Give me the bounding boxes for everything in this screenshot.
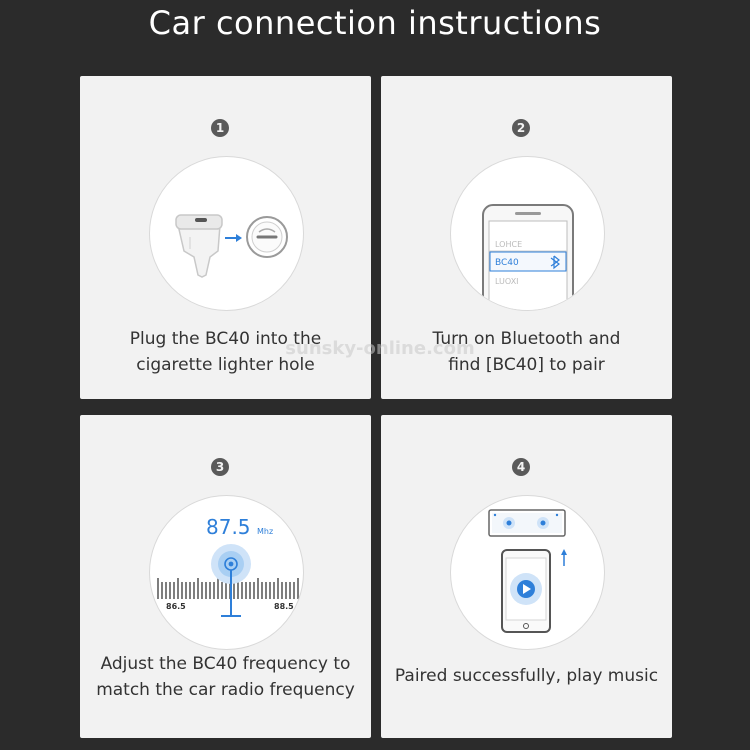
step-caption: Paired successfully, play music: [394, 666, 659, 686]
step-number-badge: 2: [512, 119, 530, 137]
frequency-unit: Mhz: [257, 527, 273, 536]
step-number-badge: 1: [211, 119, 229, 137]
step-illustration: [149, 156, 304, 311]
step-number-badge: 4: [512, 458, 530, 476]
step-illustration: [450, 495, 605, 650]
paired-play-music-icon: [488, 509, 567, 633]
step-caption: Turn on Bluetooth and find [BC40] to pai…: [432, 329, 621, 375]
step-illustration: 87.5 Mhz 86.5 88.5: [149, 495, 304, 650]
step-card-1: 1 Plug the BC40 into the cigarette light…: [80, 76, 371, 399]
frequency-value: 87.5: [206, 515, 251, 539]
step-card-3: 3 87.5 Mhz 86.5 88.5 Adjust the BC40 fre…: [80, 415, 371, 738]
radio-dial-icon: 87.5 Mhz 86.5 88.5: [157, 515, 299, 617]
dial-label-right: 88.5: [274, 602, 294, 611]
bluetooth-icon: [550, 255, 560, 270]
step-caption: Plug the BC40 into the cigarette lighter…: [129, 329, 322, 375]
step-number-badge: 3: [211, 458, 229, 476]
phone-list-item: LOHCE: [495, 240, 522, 249]
step-illustration: LOHCE BC40 LUOXI: [450, 156, 605, 311]
dial-label-left: 86.5: [166, 602, 186, 611]
phone-list-item-selected: BC40: [495, 258, 519, 268]
page-title: Car connection instructions: [148, 4, 602, 42]
phone-bluetooth-icon: LOHCE BC40 LUOXI: [482, 204, 574, 310]
dial-ticks: [157, 578, 299, 599]
step-caption: Adjust the BC40 frequency to match the c…: [96, 654, 355, 700]
step-card-2: 2 LOHCE BC40 LUOXI Turn on Bluetooth and…: [381, 76, 672, 399]
step-card-4: 4 Paired successfully, play music: [381, 415, 672, 738]
phone-list-item: LUOXI: [495, 277, 519, 286]
play-icon: [523, 584, 531, 594]
car-charger-icon: [175, 214, 288, 278]
